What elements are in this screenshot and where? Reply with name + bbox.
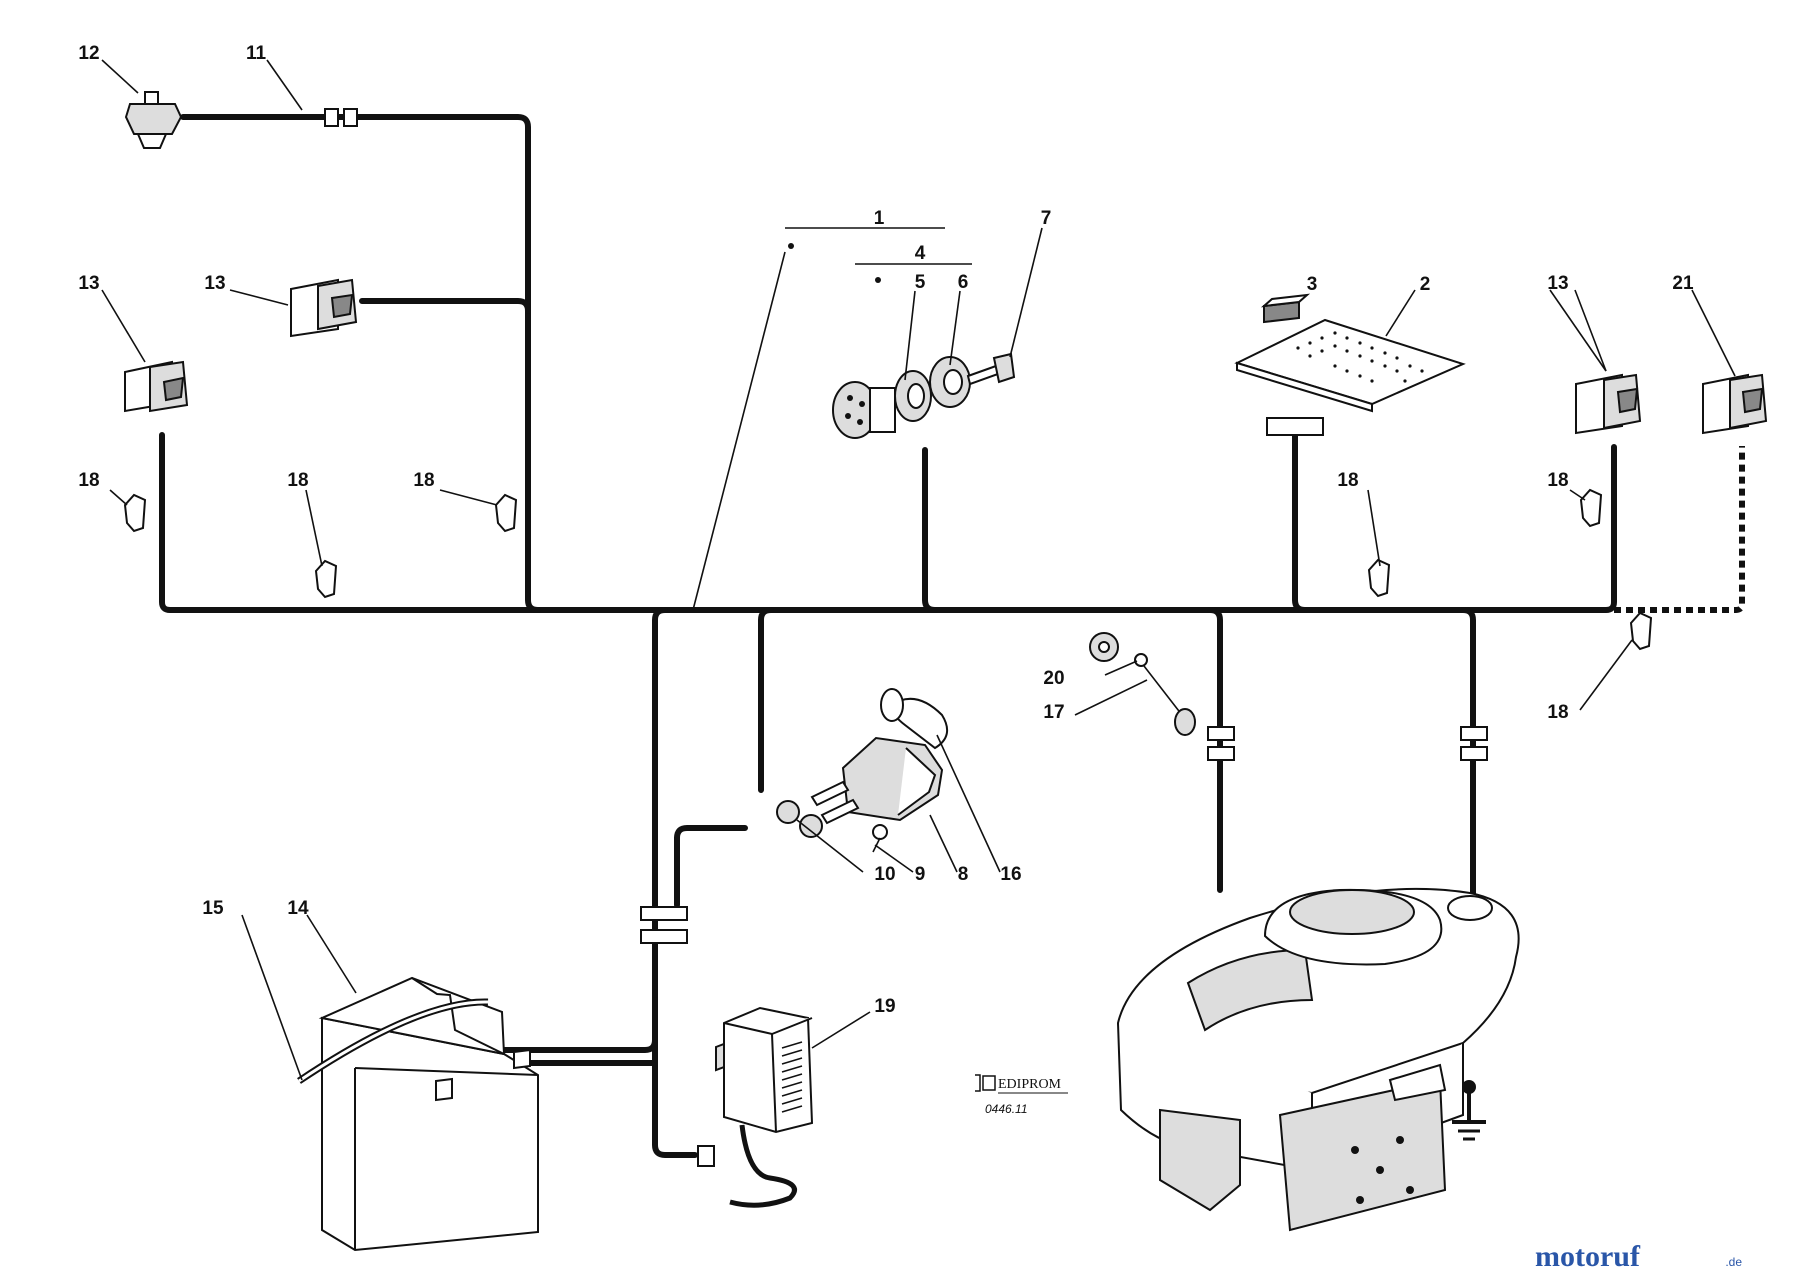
rocker-switch-13b <box>290 278 358 338</box>
callout-7: 7 <box>1041 208 1052 229</box>
callout-18f: 18 <box>1547 702 1568 723</box>
ground-wire-17 <box>1134 653 1196 736</box>
battery-strap-15-inner <box>298 1000 489 1083</box>
callout-13a: 13 <box>78 273 99 294</box>
callout-9: 9 <box>915 864 926 885</box>
ignition-key-7 <box>966 352 1016 386</box>
callout-labels: 1 2 3 4 5 6 7 8 9 10 11 12 13 13 13 14 1… <box>78 43 1694 1017</box>
callout-17: 17 <box>1043 702 1064 723</box>
nut-10a <box>776 800 800 824</box>
safety-switch-plunger-12 <box>124 91 183 149</box>
battery-charger-19 <box>697 1006 814 1208</box>
rocker-switch-13c <box>1575 373 1642 435</box>
nut-5 <box>894 370 932 422</box>
solenoid-8 <box>810 736 944 825</box>
callout-4: 4 <box>915 243 926 264</box>
callout-8: 8 <box>958 864 969 885</box>
connector-engine-right <box>1460 726 1488 761</box>
ground-symbol <box>1452 1080 1486 1141</box>
callout-1: 1 <box>874 208 885 229</box>
washer-20 <box>1089 632 1119 662</box>
stamp-code: 0446.11 <box>985 1102 1028 1116</box>
wiring-harness <box>159 114 1745 1158</box>
callout-18e: 18 <box>1547 470 1568 491</box>
rocker-switch-13a <box>124 360 189 413</box>
callout-6: 6 <box>958 272 969 293</box>
callout-18b: 18 <box>287 470 308 491</box>
connector-battery <box>640 906 688 944</box>
connector-engine-left <box>1207 726 1235 761</box>
watermark-logo: motoruf .de <box>1535 1240 1742 1273</box>
callout-13c: 13 <box>1547 273 1568 294</box>
callout-19: 19 <box>874 996 895 1017</box>
wire-clip-18 <box>123 488 1653 651</box>
callout-18a: 18 <box>78 470 99 491</box>
callout-15: 15 <box>202 898 224 919</box>
stamp-brand: EDIPROM <box>998 1077 1062 1092</box>
callout-18c: 18 <box>413 470 434 491</box>
callout-20: 20 <box>1043 668 1064 689</box>
connector-board <box>1266 417 1324 436</box>
screw-9 <box>872 824 888 853</box>
callout-10: 10 <box>874 864 895 885</box>
ring-6 <box>929 356 971 408</box>
callout-18d: 18 <box>1337 470 1358 491</box>
svg-text:motoruf: motoruf <box>1535 1240 1641 1273</box>
watermark-name: motoruf <box>1535 1240 1641 1273</box>
rocker-switch-21 <box>1702 373 1768 435</box>
connector-11 <box>324 108 358 127</box>
terminal-cap-16 <box>880 688 949 750</box>
fuse-3 <box>1260 293 1311 324</box>
callout-2: 2 <box>1420 274 1431 295</box>
callout-16: 16 <box>1000 864 1021 885</box>
callout-13b: 13 <box>204 273 225 294</box>
battery-14 <box>318 976 539 1252</box>
ignition-switch-4 <box>832 381 896 439</box>
leader-lines <box>101 59 1736 1081</box>
nut-10b <box>799 814 823 838</box>
callout-11: 11 <box>246 43 267 64</box>
callout-14: 14 <box>287 898 309 919</box>
watermark-tld: .de <box>1725 1255 1742 1269</box>
callout-5: 5 <box>915 272 926 293</box>
callout-12: 12 <box>78 43 99 64</box>
callout-21: 21 <box>1672 273 1694 294</box>
engine <box>1116 887 1520 1232</box>
callout-3: 3 <box>1307 274 1318 295</box>
circuit-board-2 <box>1234 318 1466 413</box>
publisher-stamp: EDIPROM 0446.11 <box>975 1074 1068 1116</box>
